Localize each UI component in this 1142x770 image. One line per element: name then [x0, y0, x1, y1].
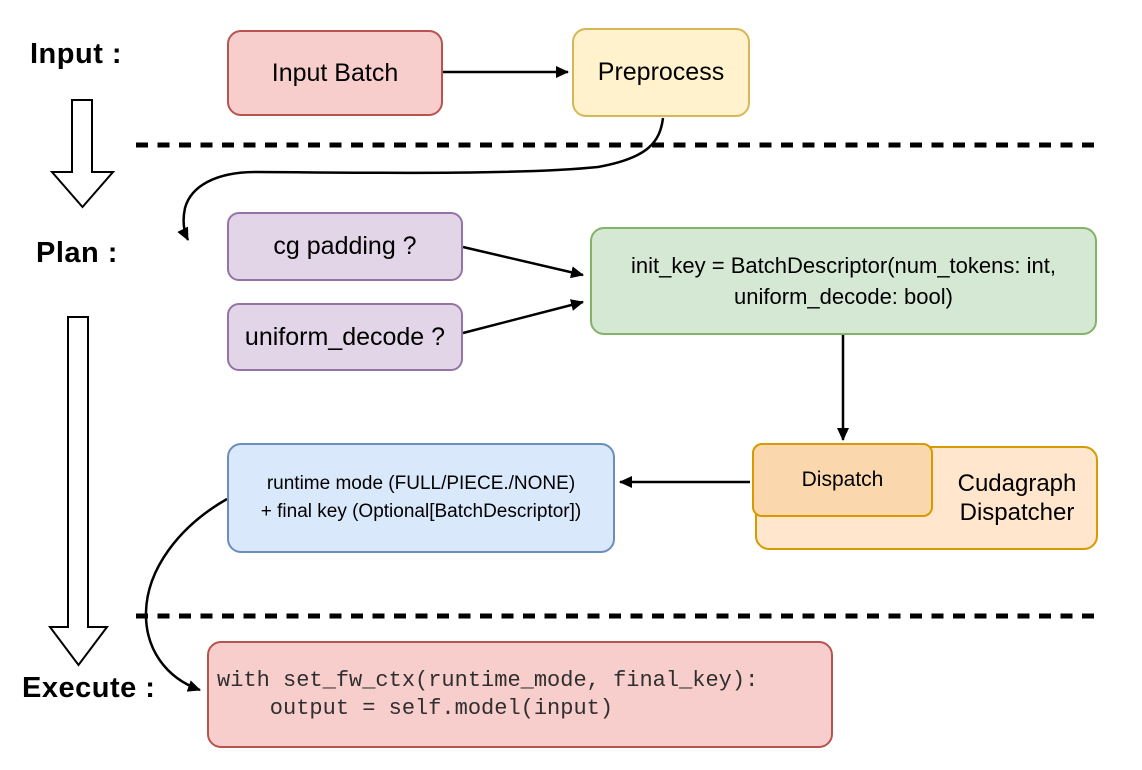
cudagraph-dispatcher-line-1: Cudagraph	[957, 470, 1077, 497]
arrow-uniform-decode-to-init-key	[462, 299, 584, 335]
uniform-decode-node: uniform_decode ?	[227, 303, 463, 371]
dispatch-node: Dispatch	[752, 443, 933, 517]
block-arrow-input-to-plan	[49, 99, 116, 209]
input-batch-label: Input Batch	[271, 58, 399, 87]
arrow-preprocess-to-cg-padding	[177, 117, 665, 241]
preprocess-node: Preprocess	[572, 28, 750, 117]
uniform-decode-label: uniform_decode ?	[244, 322, 446, 351]
input-batch-node: Input Batch	[227, 30, 443, 116]
execute-stage-label: Execute :	[22, 672, 156, 704]
plan-stage-label: Plan :	[36, 237, 118, 269]
cg-padding-node: cg padding ?	[227, 212, 463, 281]
block-arrow-plan-to-execute	[48, 316, 109, 667]
init-key-line-1: init_key = BatchDescriptor(num_tokens: i…	[631, 253, 1056, 278]
init-key-node: init_key = BatchDescriptor(num_tokens: i…	[590, 227, 1097, 335]
execute-code-node: with set_fw_ctx(runtime_mode, final_key)…	[207, 641, 833, 748]
dispatch-label: Dispatch	[801, 468, 884, 491]
runtime-mode-line-1: runtime mode (FULL/PIECE./NONE)	[266, 473, 576, 494]
execute-code-line-2: output = self.model(input)	[217, 695, 614, 721]
runtime-mode-line-2: + final key (Optional[BatchDescriptor])	[260, 501, 582, 522]
cudagraph-dispatcher-label: Cudagraph Dispatcher	[938, 469, 1096, 527]
arrow-cg-padding-to-init-key	[462, 245, 584, 279]
runtime-mode-node: runtime mode (FULL/PIECE./NONE) + final …	[227, 443, 615, 553]
init-key-line-2: uniform_decode: bool)	[734, 284, 953, 309]
input-stage-label: Input :	[30, 38, 123, 70]
cg-padding-label: cg padding ?	[273, 232, 417, 260]
execute-code-line-1: with set_fw_ctx(runtime_mode, final_key)…	[217, 667, 759, 693]
arrow-runtime-mode-to-execute-code	[144, 497, 228, 692]
preprocess-label: Preprocess	[597, 58, 725, 86]
cudagraph-dispatcher-line-2: Dispatcher	[959, 499, 1075, 526]
